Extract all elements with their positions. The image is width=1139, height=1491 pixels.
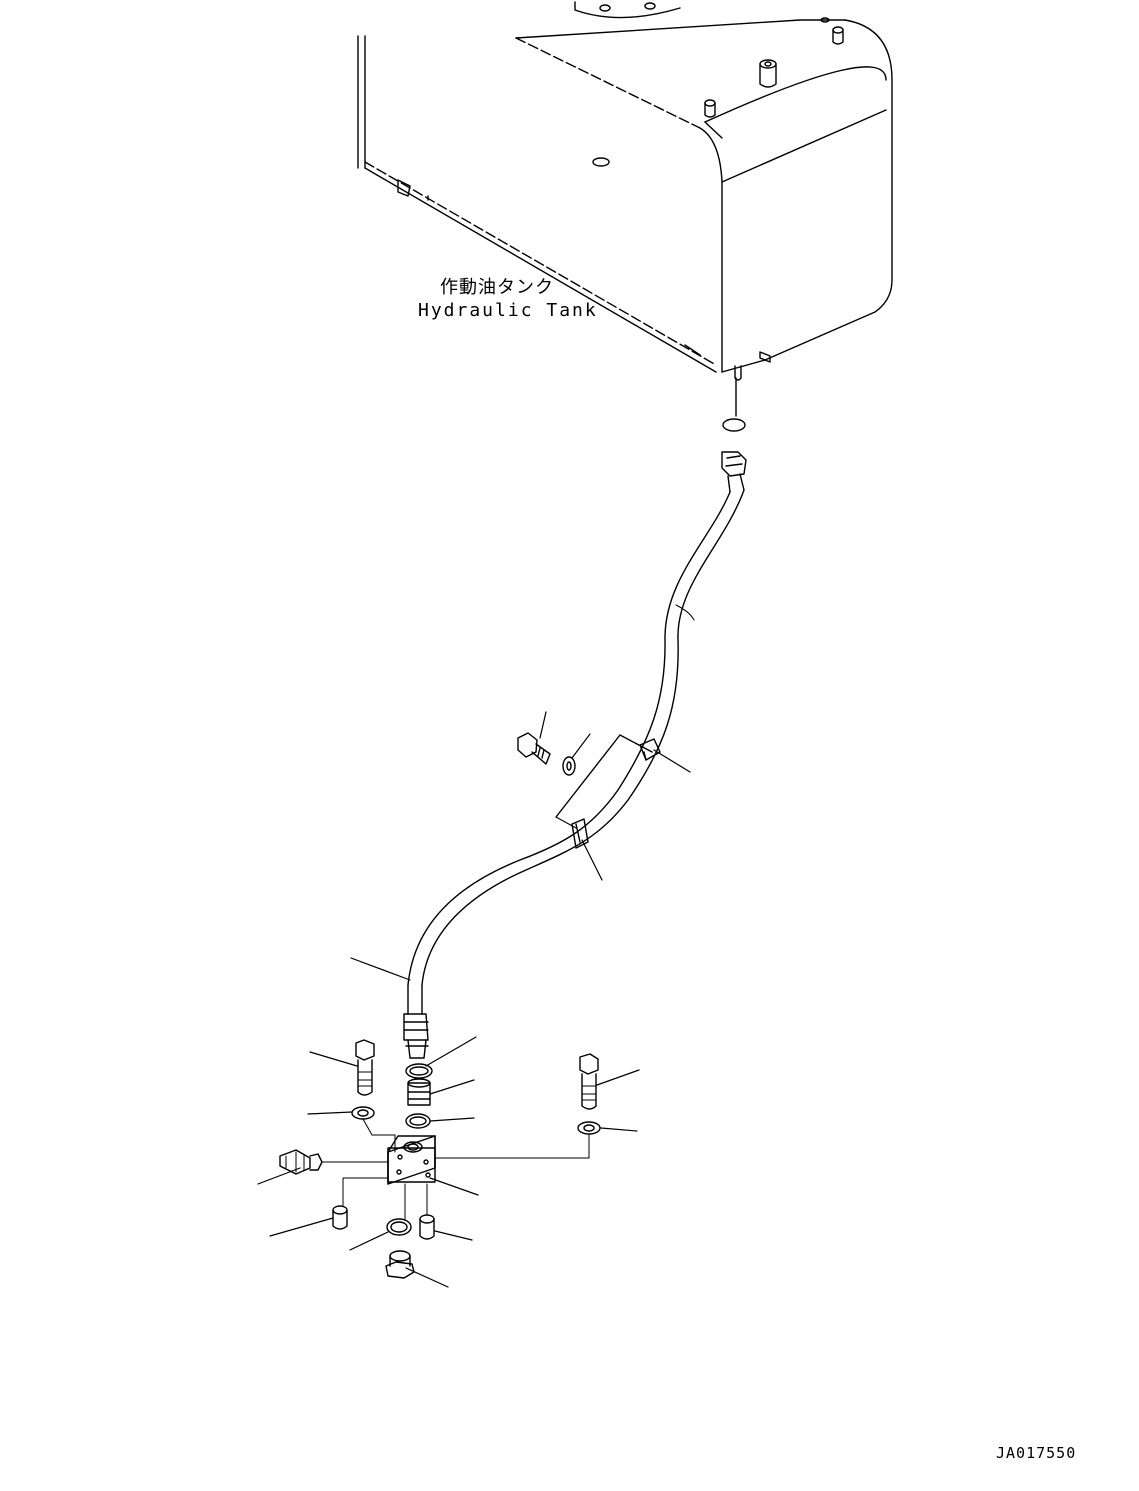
- hose-clamp-lower: [572, 819, 588, 848]
- clamp-bolt: [518, 733, 550, 764]
- block-bolt-left: [356, 1040, 374, 1095]
- hydraulic-hose: [404, 452, 746, 1058]
- oring-2: [406, 1114, 430, 1128]
- drain-oring: [723, 419, 745, 431]
- drawing-number: JA017550: [996, 1444, 1077, 1462]
- adapter-fitting: [408, 1079, 430, 1105]
- hose-clamp-upper: [640, 739, 660, 760]
- valve-block: [388, 1136, 435, 1184]
- tank-label-japanese: 作動油タンク: [440, 277, 554, 298]
- plug-bottom: [386, 1251, 414, 1278]
- oring-1: [406, 1064, 432, 1078]
- block-washer-left: [352, 1107, 374, 1119]
- leader-lines: [258, 712, 690, 1287]
- pressure-sensor: [280, 1150, 322, 1174]
- clamp-bracket: [556, 735, 652, 817]
- oring-bottom: [387, 1219, 411, 1235]
- clamp-washer: [563, 757, 575, 775]
- block-bolt-right: [580, 1054, 598, 1109]
- tank-label-english: Hydraulic Tank: [418, 300, 598, 321]
- block-washer-right: [578, 1122, 600, 1134]
- plug-right: [420, 1215, 434, 1239]
- hydraulic-tank: [358, 2, 892, 380]
- plug-left: [333, 1206, 347, 1229]
